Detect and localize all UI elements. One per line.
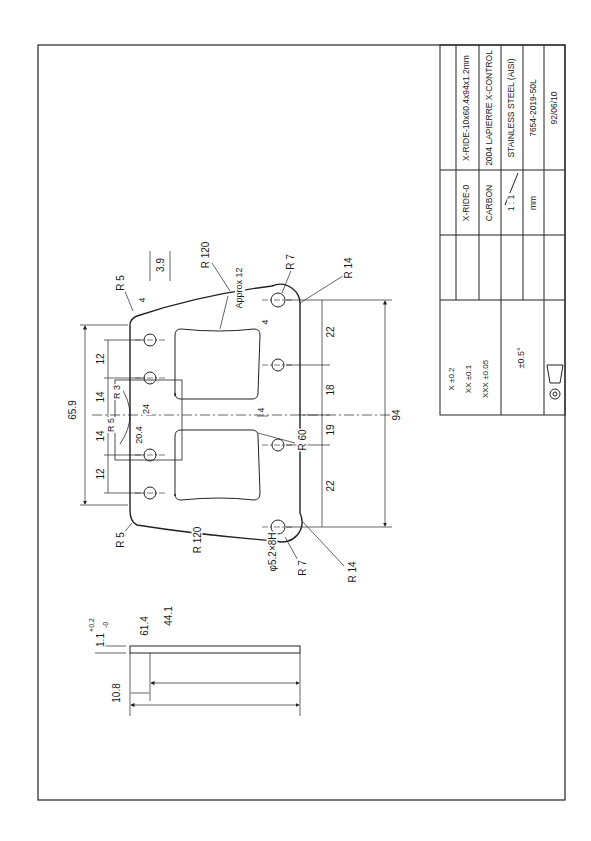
title-block-text: XXX ±0.05: [482, 359, 491, 399]
dimension-label: R 7: [297, 559, 308, 577]
title-block-text: mm: [529, 195, 538, 211]
dimension-label: 61.4: [139, 615, 150, 636]
dimension-label: R 3: [113, 384, 123, 400]
dimension-label: R 5: [115, 531, 126, 549]
dimension-label: 20.4: [135, 425, 145, 445]
title-block-text: 92/06/10: [550, 90, 559, 125]
title-block-text: 2004 LAPIERRE X-CONTROL: [485, 49, 494, 167]
dimension-label: 4: [261, 318, 271, 325]
title-block-text: STAINLESS STEEL (AISI): [507, 57, 516, 158]
dimension-label: 19: [325, 423, 336, 436]
dimension-label: R 14: [347, 560, 358, 583]
dimension-label: 22: [325, 479, 336, 492]
dimension-label: +0.2: [88, 617, 96, 633]
dimension-label: 94: [391, 408, 402, 421]
dimension-label: 3.9: [155, 257, 166, 273]
dimension-label: 22: [325, 325, 336, 338]
dimension-label: R 5: [115, 274, 126, 292]
title-block-text: 7654-2019-50L: [529, 78, 538, 138]
dimension-label: R 5: [107, 417, 117, 433]
dimension-label: 44.1: [163, 605, 174, 626]
dimension-label: R 120: [200, 241, 211, 270]
dimension-label: φ5.2×8H: [267, 531, 278, 572]
dimension-label: 18: [325, 383, 336, 396]
dimension-label: 10.8: [111, 682, 122, 703]
dimension-label: R 7: [285, 253, 296, 271]
dimension-label: R 120: [192, 526, 203, 555]
title-block-text: X-RIDE-0: [462, 184, 471, 222]
dimension-label: 14: [95, 429, 106, 442]
title-block-text: ±0.5°: [517, 346, 527, 369]
title-block-text: XX ±0.1: [465, 364, 474, 394]
dimension-label: Approx 12: [235, 266, 245, 309]
dimension-label: R 60: [297, 428, 308, 451]
dimension-label: -0: [102, 621, 110, 629]
title-block-text: CARBON: [485, 184, 494, 222]
dimension-label: 4: [257, 406, 267, 413]
dimension-label: 12: [95, 352, 106, 365]
title-block-text: X ±0.2: [448, 366, 457, 391]
dimension-label: 65.9: [67, 399, 78, 420]
dimension-label: 4: [138, 296, 148, 303]
dimension-label: R 14: [343, 256, 354, 279]
dimension-label: 1.1: [95, 632, 106, 648]
dimension-label: 24: [142, 403, 152, 415]
title-block-text: X-RIDE-10x60.4x94x1.2mm: [462, 54, 471, 162]
dimension-label: 14: [95, 390, 106, 403]
title-block-text: 1 : 1: [507, 194, 516, 213]
dimension-label: 12: [95, 467, 106, 480]
